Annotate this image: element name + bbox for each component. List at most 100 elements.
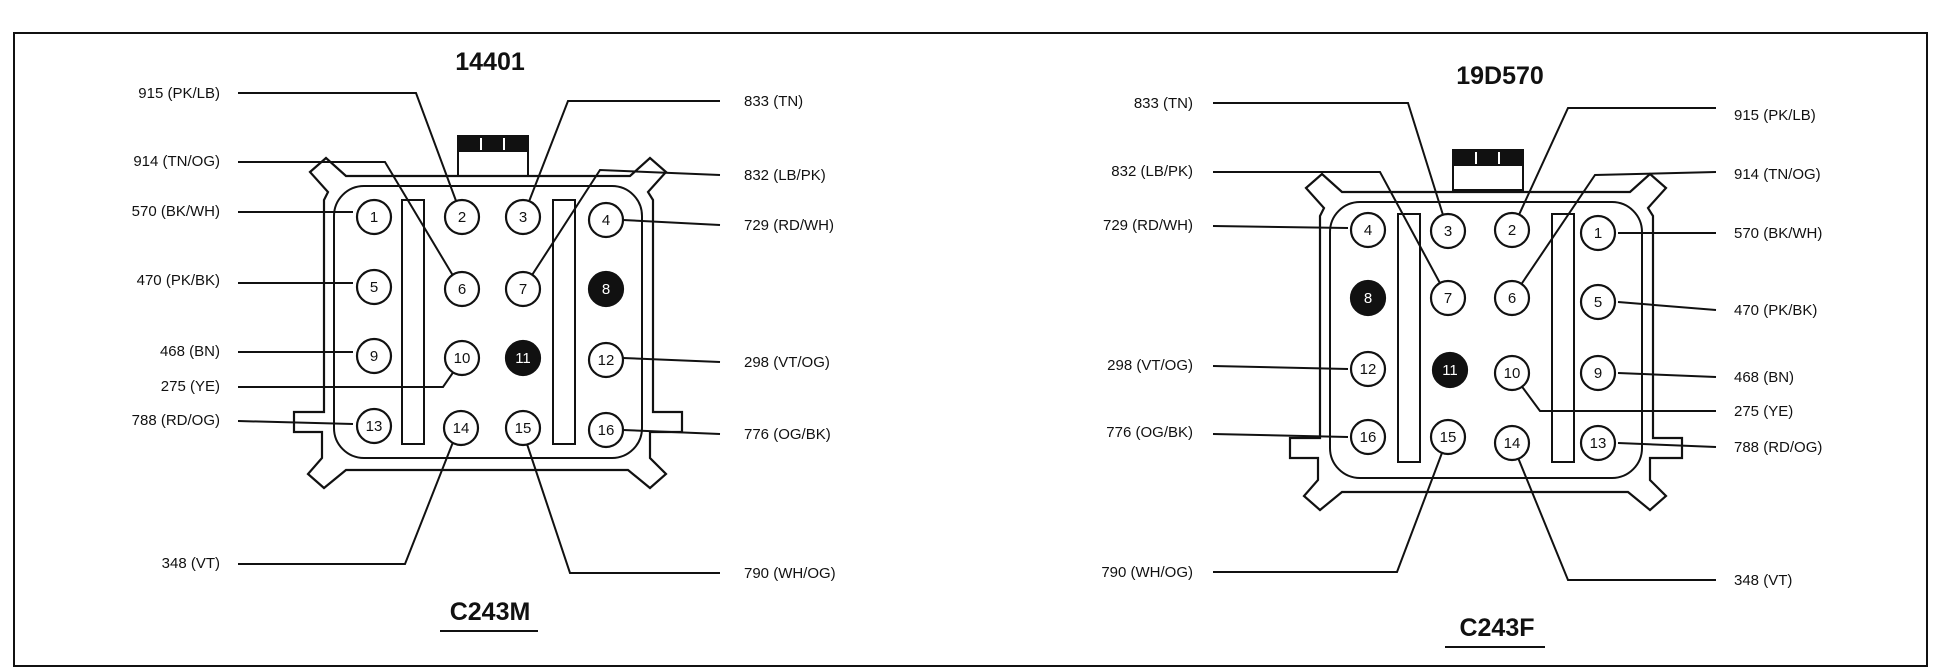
pin-12: 12 [587,341,625,379]
pin-4: 4 [1349,211,1387,249]
wire-label: 275 (YE) [161,378,220,395]
wire-line [1213,171,1449,299]
pin-number: 11 [515,350,531,367]
wire-label: 275 (YE) [1734,403,1793,420]
pin-14: 14 [442,409,480,447]
pin-2: 2 [443,198,481,236]
pin-number: 12 [1360,361,1377,378]
pin-number: 10 [454,350,471,367]
pin-number: 14 [1504,435,1521,452]
wire-line [622,219,721,226]
wire-label: 833 (TN) [744,93,803,110]
pin-10: 10 [443,339,481,377]
connector-c243f: 19D570 8 [1101,62,1822,648]
connector-name: C243F [1459,614,1534,642]
wire-label: 776 (OG/BK) [1106,424,1193,441]
pin-number: 1 [1594,225,1602,242]
pin-1: 1 [355,198,393,236]
locking-tab [457,135,529,177]
pin-number: 4 [602,212,610,229]
wire-label: 790 (WH/OG) [744,565,836,582]
pin-number: 16 [1360,429,1377,446]
wire-label: 915 (PK/LB) [138,85,220,102]
pin-number: 13 [1590,435,1607,452]
pin-number: 1 [370,209,378,226]
pin-10: 10 [1493,354,1531,392]
wire-line [1212,365,1349,370]
wire-label: 470 (PK/BK) [1734,302,1817,319]
pin-5: 5 [355,268,393,306]
pin-number: 3 [1444,223,1452,240]
wire-line [522,100,720,218]
connector-housing [292,156,684,490]
wire-label: 729 (RD/WH) [744,217,834,234]
connector-title: 19D570 [1456,62,1544,90]
wire-label: 348 (VT) [162,555,220,572]
wire-label: 470 (PK/BK) [137,272,220,289]
pin-5: 5 [1579,283,1617,321]
pin-2: 2 [1493,211,1531,249]
wire-lines [237,92,721,574]
locking-tab [1452,149,1524,191]
pin-number: 2 [1508,222,1516,239]
wire-label: 570 (BK/WH) [1734,225,1822,242]
wire-line [238,92,463,218]
pin-7: 7 [504,270,542,308]
connector-title: 14401 [455,48,525,76]
wire-line [622,429,721,435]
pin-number: 5 [1594,294,1602,311]
wire-line [1617,301,1717,311]
wire-label: 832 (LB/PK) [744,167,826,184]
wire-label: 348 (VT) [1734,572,1792,589]
wire-label: 914 (TN/OG) [133,153,220,170]
pin-1: 1 [1579,214,1617,252]
pin-number: 7 [519,281,527,298]
wire-label: 468 (BN) [1734,369,1794,386]
pin-3: 3 [1429,212,1467,250]
pin-6: 6 [443,270,481,308]
pin-9: 9 [355,337,393,375]
pin-4: 4 [587,201,625,239]
wire-label: 832 (LB/PK) [1111,163,1193,180]
pin-number: 14 [453,420,470,437]
pin-number: 4 [1364,222,1372,239]
pin-15: 15 [504,409,542,447]
wire-line [237,420,354,425]
wire-line [1212,433,1349,438]
pin-number: 3 [519,209,527,226]
pin-13: 13 [1579,424,1617,462]
pin-11-plugged: 11 [1431,351,1469,389]
pin-6: 6 [1493,279,1531,317]
wire-line [238,161,462,290]
wire-label: 298 (VT/OG) [1107,357,1193,374]
pin-number: 9 [1594,365,1602,382]
pin-15: 15 [1429,418,1467,456]
wire-label: 468 (BN) [160,343,220,360]
connector-name: C243M [450,598,531,626]
pin-grid: 4 3 2 1 8 7 6 5 12 11 10 9 16 15 14 13 [1349,211,1617,462]
pin-number: 7 [1444,290,1452,307]
pin-number: 13 [366,418,383,435]
wire-line [1511,171,1717,299]
pin-3: 3 [504,198,542,236]
wire-line [1511,107,1716,231]
wire-line [1213,102,1449,232]
wire-label: 776 (OG/BK) [744,426,831,443]
pin-8-plugged: 8 [1349,279,1387,317]
wire-label: 790 (WH/OG) [1101,564,1193,581]
pin-number: 16 [598,422,615,439]
wire-line [522,431,720,574]
pin-16: 16 [1349,418,1387,456]
wire-line [238,431,458,565]
pin-grid: 1 2 3 4 5 6 7 8 9 10 11 12 13 14 15 16 [355,198,625,449]
wire-label: 570 (BK/WH) [132,203,220,220]
wire-label: 833 (TN) [1134,95,1193,112]
pin-13: 13 [355,407,393,445]
wire-line [1617,442,1717,448]
wire-label: 915 (PK/LB) [1734,107,1816,124]
pin-14: 14 [1493,424,1531,462]
pin-number: 10 [1504,365,1521,382]
wire-line [1511,442,1716,581]
